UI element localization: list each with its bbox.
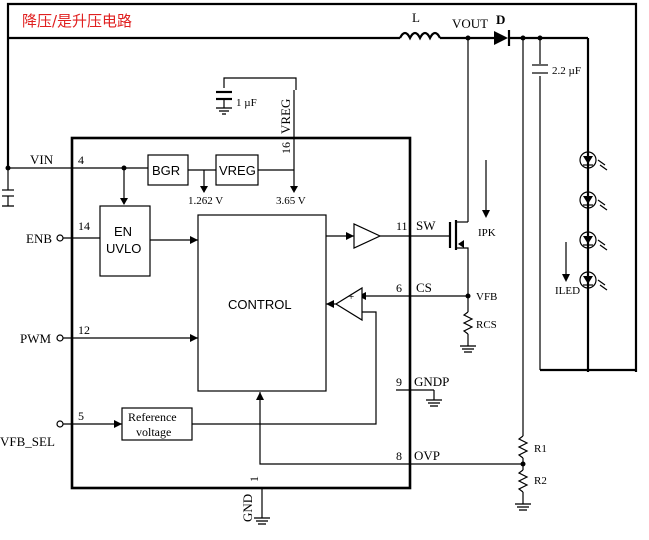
gnd-pin: 1 GND xyxy=(240,476,270,525)
svg-text:12: 12 xyxy=(78,323,90,337)
svg-text:R1: R1 xyxy=(534,443,547,455)
svg-text:14: 14 xyxy=(78,219,90,233)
svg-text:1: 1 xyxy=(247,476,261,482)
svg-text:UVLO: UVLO xyxy=(106,241,141,256)
svg-text:+: + xyxy=(348,291,354,303)
svg-text:1 µF: 1 µF xyxy=(236,97,257,109)
svg-text:CS: CS xyxy=(416,280,432,295)
svg-text:OVP: OVP xyxy=(414,448,440,463)
reference-voltage-block: Reference voltage xyxy=(121,407,193,441)
ipk-arrow: IPK xyxy=(478,160,496,239)
r1-resistor: R1 xyxy=(517,435,547,459)
en-uvlo-block: EN UVLO xyxy=(99,205,198,277)
svg-text:3.65 V: 3.65 V xyxy=(276,195,306,207)
r2-resistor: R2 xyxy=(515,458,547,511)
svg-text:5: 5 xyxy=(78,409,84,423)
svg-text:ILED: ILED xyxy=(555,285,580,297)
rcs-resistor: RCS xyxy=(460,296,497,353)
svg-text:VREG: VREG xyxy=(219,163,256,178)
vreg-capacitor: 1 µF VREG 16 xyxy=(216,77,297,186)
vreg-block: VREG 3.65 V xyxy=(215,154,306,207)
ovp-pin: 8 OVP xyxy=(256,392,526,467)
cs-comparator: + xyxy=(192,286,377,425)
svg-text:VREG: VREG xyxy=(278,99,293,134)
svg-text:IPK: IPK xyxy=(478,227,496,239)
svg-text:BGR: BGR xyxy=(152,163,180,178)
svg-text:ENB: ENB xyxy=(26,231,52,246)
svg-text:EN: EN xyxy=(114,224,132,239)
svg-text:9: 9 xyxy=(396,375,402,389)
svg-text:CONTROL: CONTROL xyxy=(228,297,292,312)
svg-text:VFB: VFB xyxy=(476,291,497,303)
svg-text:GNDP: GNDP xyxy=(414,374,449,389)
svg-text:6: 6 xyxy=(396,281,402,295)
svg-text:VIN: VIN xyxy=(30,152,54,167)
svg-text:L: L xyxy=(412,10,420,25)
svg-text:D: D xyxy=(496,12,505,27)
vfb-sel-pin: VFB_SEL 5 xyxy=(0,409,122,449)
cs-pin: 6 CS VFB xyxy=(358,280,497,303)
svg-text:SW: SW xyxy=(416,218,436,233)
mosfet-switch xyxy=(448,220,469,296)
bgr-block: BGR 1.262 V xyxy=(147,154,223,207)
svg-text:RCS: RCS xyxy=(476,319,497,331)
gndp-pin: 9 GNDP xyxy=(396,374,449,407)
svg-text:R2: R2 xyxy=(534,475,547,487)
inductor-l: L xyxy=(399,10,441,41)
svg-text:4: 4 xyxy=(78,153,84,167)
svg-text:Reference: Reference xyxy=(128,410,177,424)
pwm-pin: PWM 12 xyxy=(20,323,198,346)
svg-text:16: 16 xyxy=(279,142,293,154)
svg-text:VFB_SEL: VFB_SEL xyxy=(0,434,55,449)
vout-label: VOUT xyxy=(452,16,488,31)
output-capacitor: 2.2 µF xyxy=(532,64,581,77)
vin-pin: VIN 4 xyxy=(2,152,148,207)
svg-text:1.262 V: 1.262 V xyxy=(188,195,223,207)
svg-text:11: 11 xyxy=(396,219,408,233)
gate-driver: 11 SW xyxy=(326,218,450,249)
control-block: CONTROL xyxy=(197,214,327,392)
ic-outline xyxy=(70,136,412,490)
diagram-title: 降压/是升压电路 xyxy=(22,12,132,30)
svg-text:8: 8 xyxy=(396,449,402,463)
enb-pin: ENB 14 xyxy=(26,219,100,246)
svg-text:2.2 µF: 2.2 µF xyxy=(552,65,581,77)
svg-text:voltage: voltage xyxy=(136,425,171,439)
svg-text:PWM: PWM xyxy=(20,331,52,346)
svg-text:GND: GND xyxy=(240,494,255,522)
iled-arrow: ILED xyxy=(555,242,580,297)
diode-d: D xyxy=(494,12,511,46)
led-string xyxy=(579,151,608,291)
